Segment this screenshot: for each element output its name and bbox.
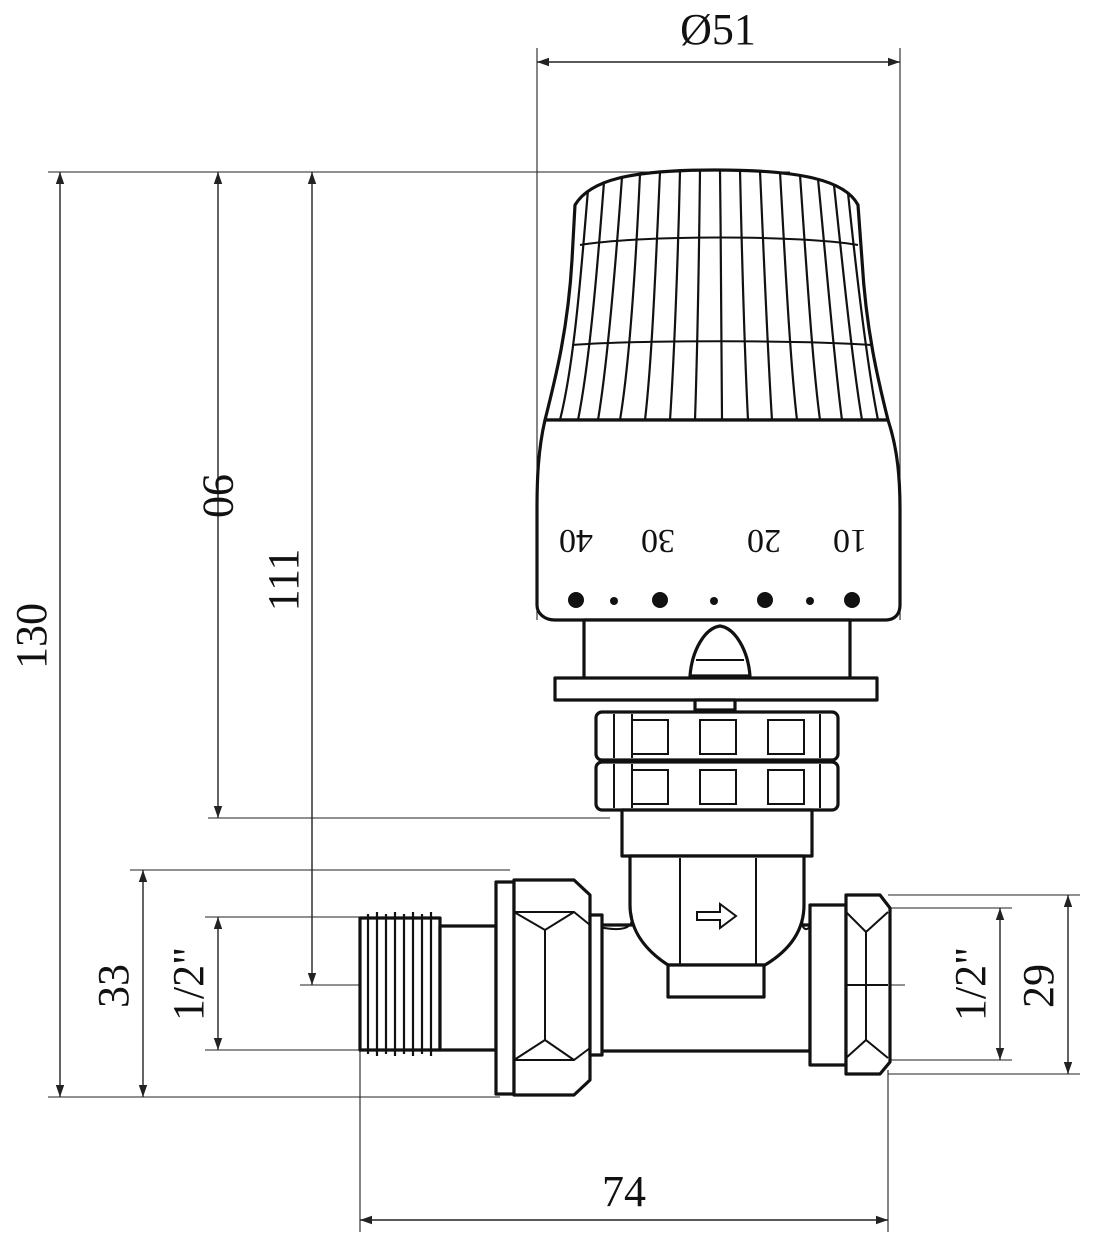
valve-body xyxy=(588,808,814,1053)
scale-dot xyxy=(757,592,773,608)
temperature-scale: 40 30 20 10 xyxy=(559,522,867,608)
scale-dot xyxy=(710,597,718,605)
length-label: 74 xyxy=(602,1167,646,1216)
scale-dot xyxy=(610,597,618,605)
inlet-thread-label: 1/2" xyxy=(164,947,213,1021)
setting-pointer-icon xyxy=(688,624,752,678)
right-arrow-icon xyxy=(696,902,738,930)
scale-dot xyxy=(844,592,860,608)
knurled-nut-lower xyxy=(594,760,840,812)
scale-dot xyxy=(652,592,668,608)
thermostatic-head: 40 30 20 10 xyxy=(535,168,902,712)
inlet-connection xyxy=(358,878,604,1097)
scale-label-20: 20 xyxy=(747,522,781,559)
head-height-label: 90 xyxy=(194,474,243,518)
scale-dot xyxy=(568,592,584,608)
outlet-height-label: 29 xyxy=(1014,964,1063,1008)
outlet-connection xyxy=(808,893,892,1076)
scale-label-40: 40 xyxy=(559,522,593,559)
axis-height-label: 111 xyxy=(259,549,308,612)
scale-label-10: 10 xyxy=(833,522,867,559)
diameter-label: Ø51 xyxy=(680,5,756,54)
overall-height-label: 130 xyxy=(7,603,56,669)
knob-ribs xyxy=(558,169,880,421)
knurled-nut-upper xyxy=(594,710,840,762)
scale-dot xyxy=(806,597,814,605)
scale-label-30: 30 xyxy=(641,522,675,559)
inlet-thread xyxy=(366,912,433,1056)
outlet-thread-label: 1/2" xyxy=(946,947,995,1021)
body-height-label: 33 xyxy=(89,964,138,1008)
